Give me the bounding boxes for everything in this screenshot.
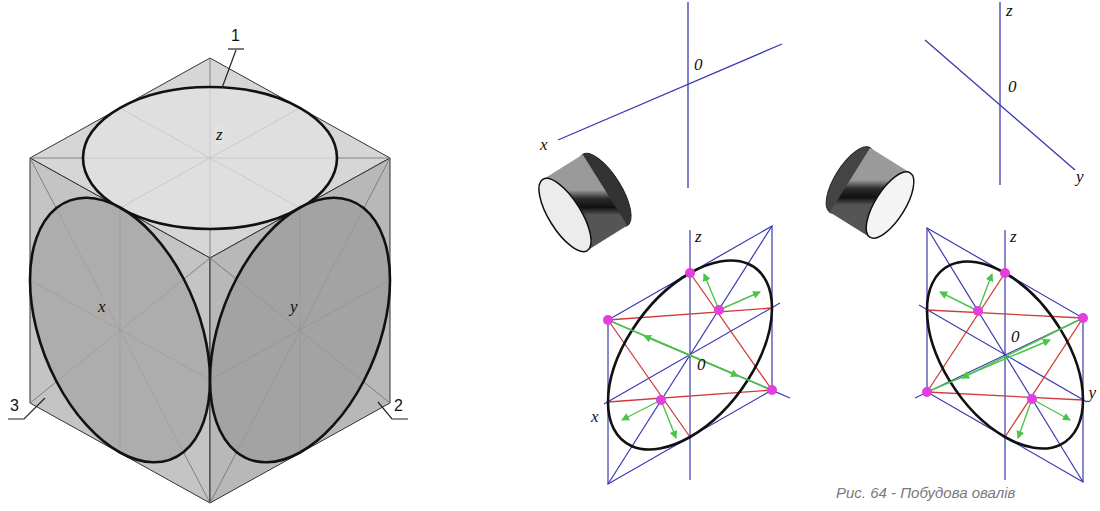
center-point [973,306,983,316]
center-point [603,268,777,405]
cylinder [529,146,641,259]
axis-label: x [591,408,599,426]
construction-lines [608,226,772,484]
leader-line [8,398,45,419]
leader-line [228,48,244,49]
axis-label: z [1010,228,1017,246]
axis-label: y [1088,384,1096,402]
construction-red [608,390,772,402]
axis-label: z [695,228,702,246]
center-point [922,268,1088,404]
cylinder [529,171,601,259]
face-lines [30,58,390,503]
construction-lines [915,228,1087,482]
axis-line [558,44,782,140]
center-point [922,387,932,397]
callout-number: 3 [10,398,19,415]
radius-arrow [927,274,1083,438]
axis-label: y [288,298,300,316]
construction-red [608,308,772,320]
construction-red [927,273,1005,392]
construction-red [1005,318,1083,437]
radius-arrow [1018,399,1032,438]
radius-arrow [719,292,760,310]
radius-arrow [608,320,738,376]
axis-line [558,2,1075,188]
radius-arrow [704,274,719,310]
radius-arrow [978,274,992,311]
cube-ellipses [30,158,210,503]
origin-label: 0 [697,356,706,374]
construction-red [927,392,1083,400]
radius-arrow [962,318,1083,378]
origin-label: 0 [1011,328,1020,346]
figure-caption: Рис. 64 - Побудова овалів [836,485,1015,501]
construction-red [927,273,1083,437]
oval [927,228,1083,482]
center-point [1027,394,1037,404]
center-point [603,315,613,325]
center-point [1000,268,1010,278]
construction-lines [608,226,772,484]
construction-lines [915,318,1083,398]
axis-label: x [96,298,108,316]
cube [30,58,390,503]
axis-line [925,40,1075,170]
axis-label: y [1076,168,1084,186]
leader-line [8,49,408,419]
construction-lines [919,305,1087,402]
origin-label: 0 [1008,78,1017,96]
origin-label: 0 [694,56,703,74]
axis-line [999,2,1000,185]
construction-lines [604,226,790,484]
axis-label: z [214,126,225,144]
callout-number: 1 [231,28,240,45]
axis-label: z [1006,2,1013,20]
center-point [714,305,724,315]
radius-arrow [940,292,978,311]
construction-lines [604,303,780,404]
cube-ellipses [210,158,390,503]
cylinder [857,165,923,245]
cube-ellipses [30,87,390,503]
leader-line [378,402,408,419]
axis-label: x [540,136,548,154]
oval [608,226,772,484]
radius-arrow [608,274,772,438]
radius-arrow [622,400,661,420]
center-point [1078,313,1088,323]
leader-line [222,50,236,88]
cylinder [817,140,923,245]
center-point [656,395,666,405]
callout-number: 2 [394,398,403,415]
radius-arrow [927,340,1050,392]
construction-red [927,310,1083,318]
radius-arrow [1032,399,1070,420]
radius-arrow [661,400,676,438]
center-point [685,268,695,278]
center-point [767,385,777,395]
axis-line [687,2,688,188]
construction-red [608,273,772,437]
